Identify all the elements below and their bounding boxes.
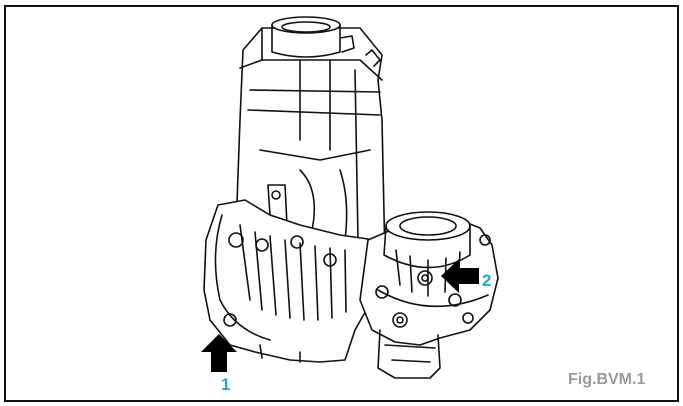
callout-number-1: 1 [221, 375, 231, 394]
arrow-1 [201, 334, 237, 372]
arrow-2 [441, 259, 479, 293]
bell-housing [203, 199, 376, 363]
callout-arrows [201, 259, 479, 372]
figure-label: Fig.BVM.1 [568, 371, 646, 388]
callout-number-2: 2 [482, 271, 492, 290]
top-neck [271, 16, 381, 67]
output-flange [377, 312, 441, 379]
